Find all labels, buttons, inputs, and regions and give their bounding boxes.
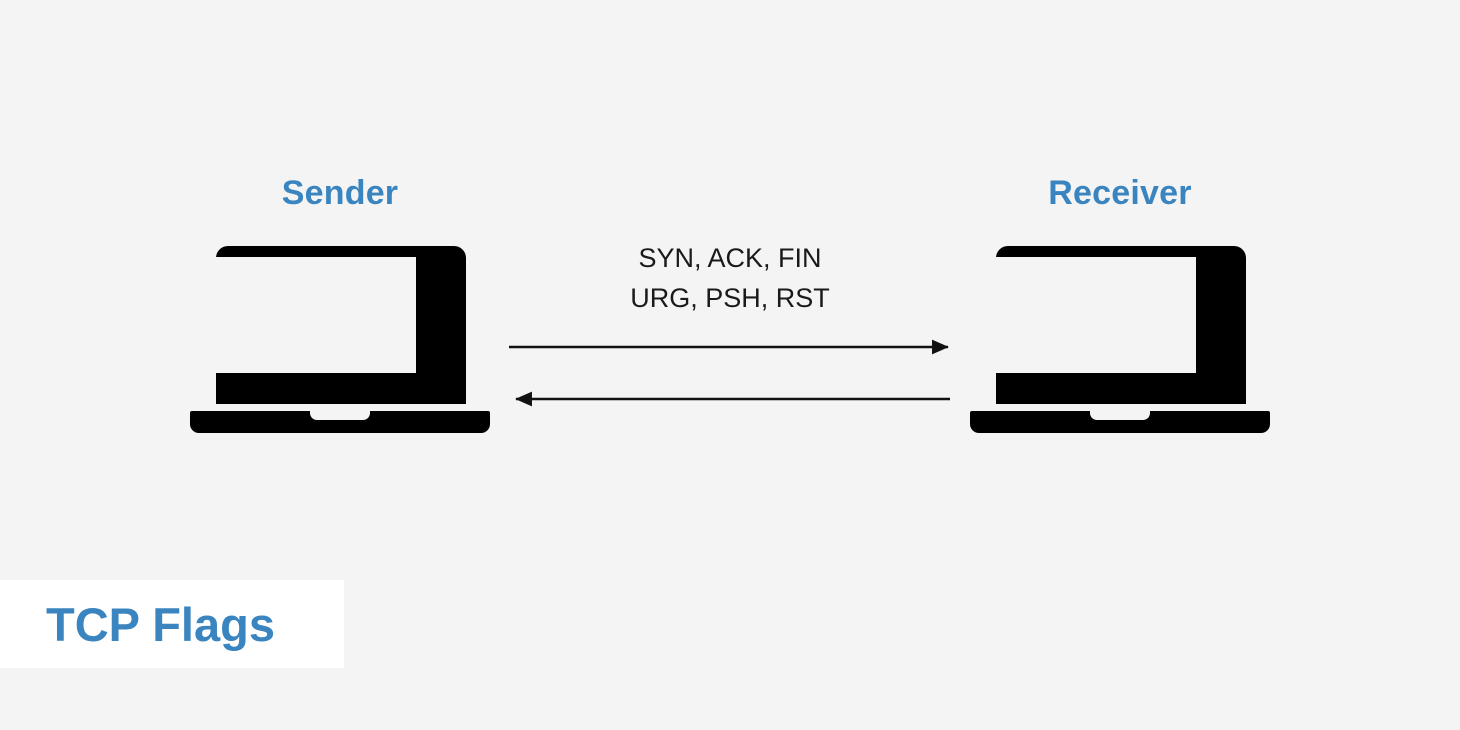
- message-line-2: URG, PSH, RST: [630, 283, 830, 313]
- node-receiver: Receiver: [965, 176, 1275, 434]
- laptop-trackpad-notch: [310, 411, 370, 420]
- laptop-icon: [970, 234, 1270, 434]
- message-label: SYN, ACK, FIN URG, PSH, RST: [570, 238, 890, 318]
- title-banner: TCP Flags: [0, 580, 344, 668]
- message-line-1: SYN, ACK, FIN: [638, 243, 822, 273]
- laptop-trackpad-notch: [1090, 411, 1150, 420]
- laptop-screen: [214, 257, 416, 373]
- laptop-icon: [190, 234, 490, 434]
- laptop-screen: [994, 257, 1196, 373]
- laptop-base: [970, 411, 1270, 433]
- page-title: TCP Flags: [46, 597, 275, 651]
- node-sender: Sender: [185, 176, 495, 434]
- node-sender-label: Sender: [281, 174, 399, 212]
- laptop-base: [190, 411, 490, 433]
- node-receiver-label: Receiver: [1048, 174, 1192, 212]
